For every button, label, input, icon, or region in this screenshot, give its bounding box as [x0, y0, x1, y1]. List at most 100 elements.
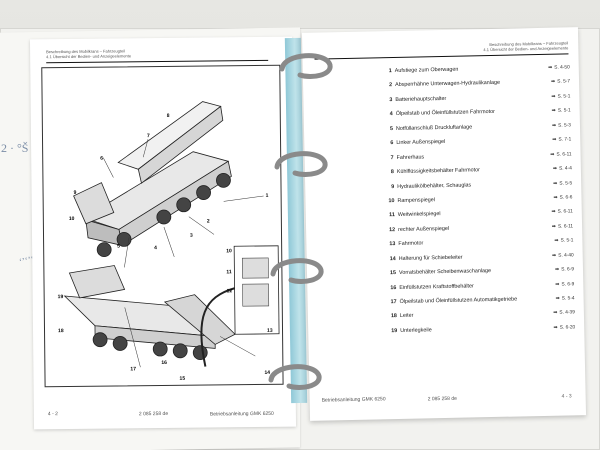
legend-page-ref: S. 5-5 — [553, 180, 572, 187]
legend-number: 7 — [390, 154, 394, 161]
legend-number: 12 — [389, 226, 396, 233]
right-page-header: Beschreibung des Mobilkrans – Fahrzeugte… — [483, 40, 569, 53]
callout-12: 12 — [226, 288, 233, 295]
legend-text: Notfüllanschluß Druckluftanlage — [395, 124, 473, 132]
legend-text: Linker Außenspiegel — [396, 139, 446, 147]
legend-text: Aufstiege zum Oberwagen — [394, 66, 459, 74]
callout-11: 11 — [226, 269, 232, 276]
right-header-rule — [314, 53, 569, 60]
legend-text: rechter Außenspiegel — [398, 225, 450, 233]
legend-page-ref: S. 6-20 — [553, 324, 576, 331]
legend-text: Ölpeilstab und Öleinfüllstutzen Automati… — [399, 296, 518, 305]
legend-number: 2 — [389, 82, 393, 89]
binder-ring-bottom — [265, 362, 325, 396]
legend-text: Vorratsbehälter Scheibenwaschanlage — [398, 268, 492, 277]
legend-text: Unterlegkeile — [400, 327, 432, 334]
legend-number: 14 — [389, 255, 396, 262]
legend-page-ref: S. 5-7 — [551, 79, 570, 86]
callout-10: 10 — [68, 215, 75, 222]
crane-drawing — [63, 101, 280, 368]
legend-page-ref: S. 5-1 — [551, 93, 570, 100]
legend-number: 13 — [389, 241, 396, 248]
legend-page-ref: S. 6-11 — [550, 151, 571, 158]
callout-2: 2 — [206, 218, 210, 225]
legend-text: Kühlflüssigkeitsbehälter Fahrmotor — [396, 167, 480, 176]
legend-page-ref: S. 6-9 — [555, 281, 574, 288]
legend-page-ref: S. 4-40 — [552, 252, 574, 259]
legend-number: 19 — [391, 327, 398, 335]
legend-text: Hydraulikölbehälter, Schauglas — [397, 181, 472, 190]
legend-page-ref: S. 6-11 — [552, 223, 573, 230]
callout-1: 1 — [265, 192, 269, 199]
legend-text: Einfüllstutzen Kraftstoffbehälter — [399, 282, 474, 291]
legend-text: Rampenspiegel — [397, 197, 436, 204]
left-page-header: Beschreibung des Mobilkrans – Fahrzeugte… — [46, 48, 132, 60]
left-page-number: 4 - 2 — [47, 411, 58, 418]
legend-page-ref: S. 5-4 — [556, 295, 575, 302]
callout-16: 16 — [161, 359, 167, 367]
legend-text: Absperrhähne Unterwagen-Hydraulikanlage — [395, 80, 501, 89]
legend-number: 5 — [389, 125, 394, 132]
legend-page-ref: S. 5-3 — [552, 122, 571, 129]
legend-text: Ölpeilstab und Öleinfüllstutzen Fahrmoto… — [395, 109, 495, 118]
left-doc-number: 2 085 258 de — [138, 410, 169, 418]
right-manual-title: Betriebsanleitung GMK 6250 — [321, 396, 386, 404]
legend-text: Fahrerhaus — [396, 154, 425, 161]
callout-18: 18 — [57, 328, 64, 335]
legend-page-ref: S. 6-9 — [555, 266, 574, 273]
callout-4: 4 — [154, 245, 157, 252]
legend-page-ref: S. 4-4 — [553, 165, 572, 172]
legend-page-ref: S. 6-11 — [551, 209, 573, 216]
right-page: Beschreibung des Mobilkrans – Fahrzeugte… — [301, 27, 587, 421]
left-manual-title: Betriebsanleitung GMK 6250 — [209, 410, 274, 418]
legend-number: 9 — [391, 183, 395, 190]
legend-number: 15 — [389, 270, 397, 277]
callout-19: 19 — [57, 294, 64, 301]
callout-3: 3 — [189, 232, 193, 239]
callout-9: 9 — [73, 189, 77, 196]
callout-13: 13 — [266, 327, 273, 334]
callout-7: 7 — [146, 133, 150, 140]
legend-page-ref: S. 4-50 — [548, 64, 570, 71]
callout-10b: 10 — [226, 248, 232, 255]
legend-number: 8 — [390, 169, 394, 176]
legend-page-ref: S. 4-39 — [553, 310, 575, 317]
legend-number: 17 — [390, 299, 397, 306]
legend-page-ref: S. 5-1 — [554, 238, 574, 245]
left-header-rule — [46, 59, 269, 64]
binder-ring-middle-lower — [267, 256, 327, 290]
binder-ring-top — [276, 51, 336, 85]
legend-number: 11 — [389, 212, 395, 219]
legend-page-ref: S. 6-6 — [553, 194, 573, 201]
legend-text: Leiter — [399, 313, 414, 320]
right-page-number: 4 - 3 — [561, 393, 572, 400]
crane-illustration: 7 8 6 9 10 1 2 3 4 5 10 11 12 13 14 15 1… — [41, 64, 284, 388]
callout-5: 5 — [117, 243, 120, 250]
legend-text: Fahrmotor — [398, 240, 424, 248]
legend-text: Halterung für Schiebeleiter — [398, 254, 463, 262]
legend-page-ref: S. 5-1 — [552, 108, 571, 115]
legend-number: 16 — [390, 284, 397, 291]
right-doc-number: 2 085 258 de — [427, 395, 457, 403]
binder-ring-middle-upper — [271, 149, 331, 183]
callout-15: 15 — [179, 375, 186, 382]
legend-text: Batteriehauptschalter — [395, 95, 447, 103]
legend-number: 10 — [388, 197, 395, 205]
